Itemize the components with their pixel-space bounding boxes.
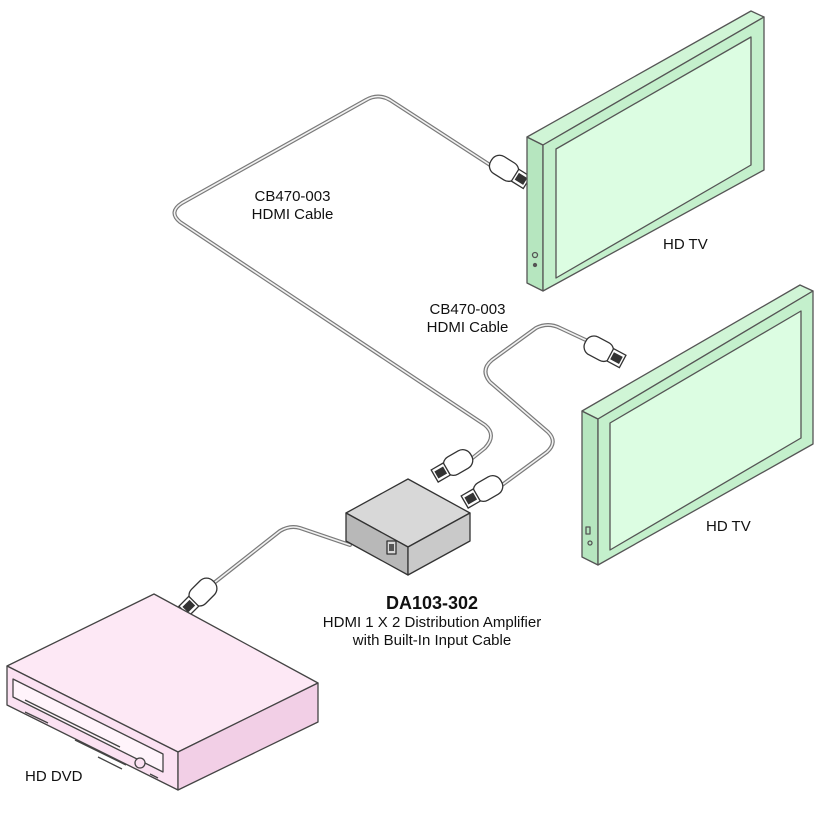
amplifier-desc-line1: HDMI 1 X 2 Distribution Amplifier: [322, 614, 542, 631]
input-cable-core: [204, 526, 351, 591]
amplifier-model: DA103-302: [385, 593, 479, 613]
hd-tv-bottom: [581, 284, 814, 566]
distribution-amplifier: [345, 478, 471, 576]
hdmi-cable-middle-core: [484, 324, 591, 489]
hdmi-connector-tv-top: [488, 154, 532, 190]
tv-top-label: HD TV: [663, 236, 708, 253]
cable-middle-name: HDMI Cable: [426, 319, 509, 336]
hdmi-connector-tv-bottom: [583, 335, 627, 369]
cable-middle-part: CB470-003: [429, 301, 506, 318]
amplifier-desc-line2: with Built-In Input Cable: [352, 632, 512, 649]
input-cable: [203, 525, 352, 592]
cable-middle-label: CB470-003 HDMI Cable: [400, 301, 535, 337]
hd-dvd-player: [6, 593, 319, 791]
hdmi-cable-top-core: [173, 95, 492, 461]
hdmi-cable-top: [172, 94, 493, 462]
tv-bottom-label: HD TV: [706, 518, 751, 535]
hdmi-cable-middle: [483, 323, 592, 490]
cable-top-part: CB470-003: [254, 188, 331, 205]
cable-top-label: CB470-003 HDMI Cable: [225, 188, 360, 224]
hdmi-connector-amp-out-1: [430, 448, 474, 483]
source-label: HD DVD: [25, 768, 83, 785]
cable-top-name: HDMI Cable: [251, 206, 334, 223]
amplifier-label: DA103-302 HDMI 1 X 2 Distribution Amplif…: [292, 592, 572, 650]
hdmi-connector-amp-out-2: [460, 474, 504, 509]
hd-tv-top: [526, 10, 765, 292]
